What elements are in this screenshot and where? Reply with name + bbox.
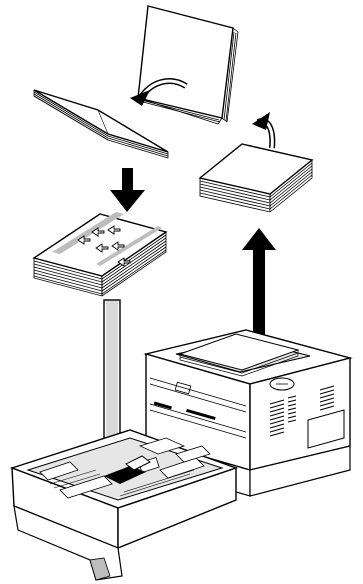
paper-cassette-icon xyxy=(12,430,236,580)
up-arrow-icon xyxy=(242,228,276,338)
output-paper-stack-icon xyxy=(200,112,312,212)
standing-paper-stack-icon xyxy=(130,6,238,124)
down-arrow-icon xyxy=(110,168,145,212)
loading-paper-stack-icon xyxy=(34,212,166,296)
